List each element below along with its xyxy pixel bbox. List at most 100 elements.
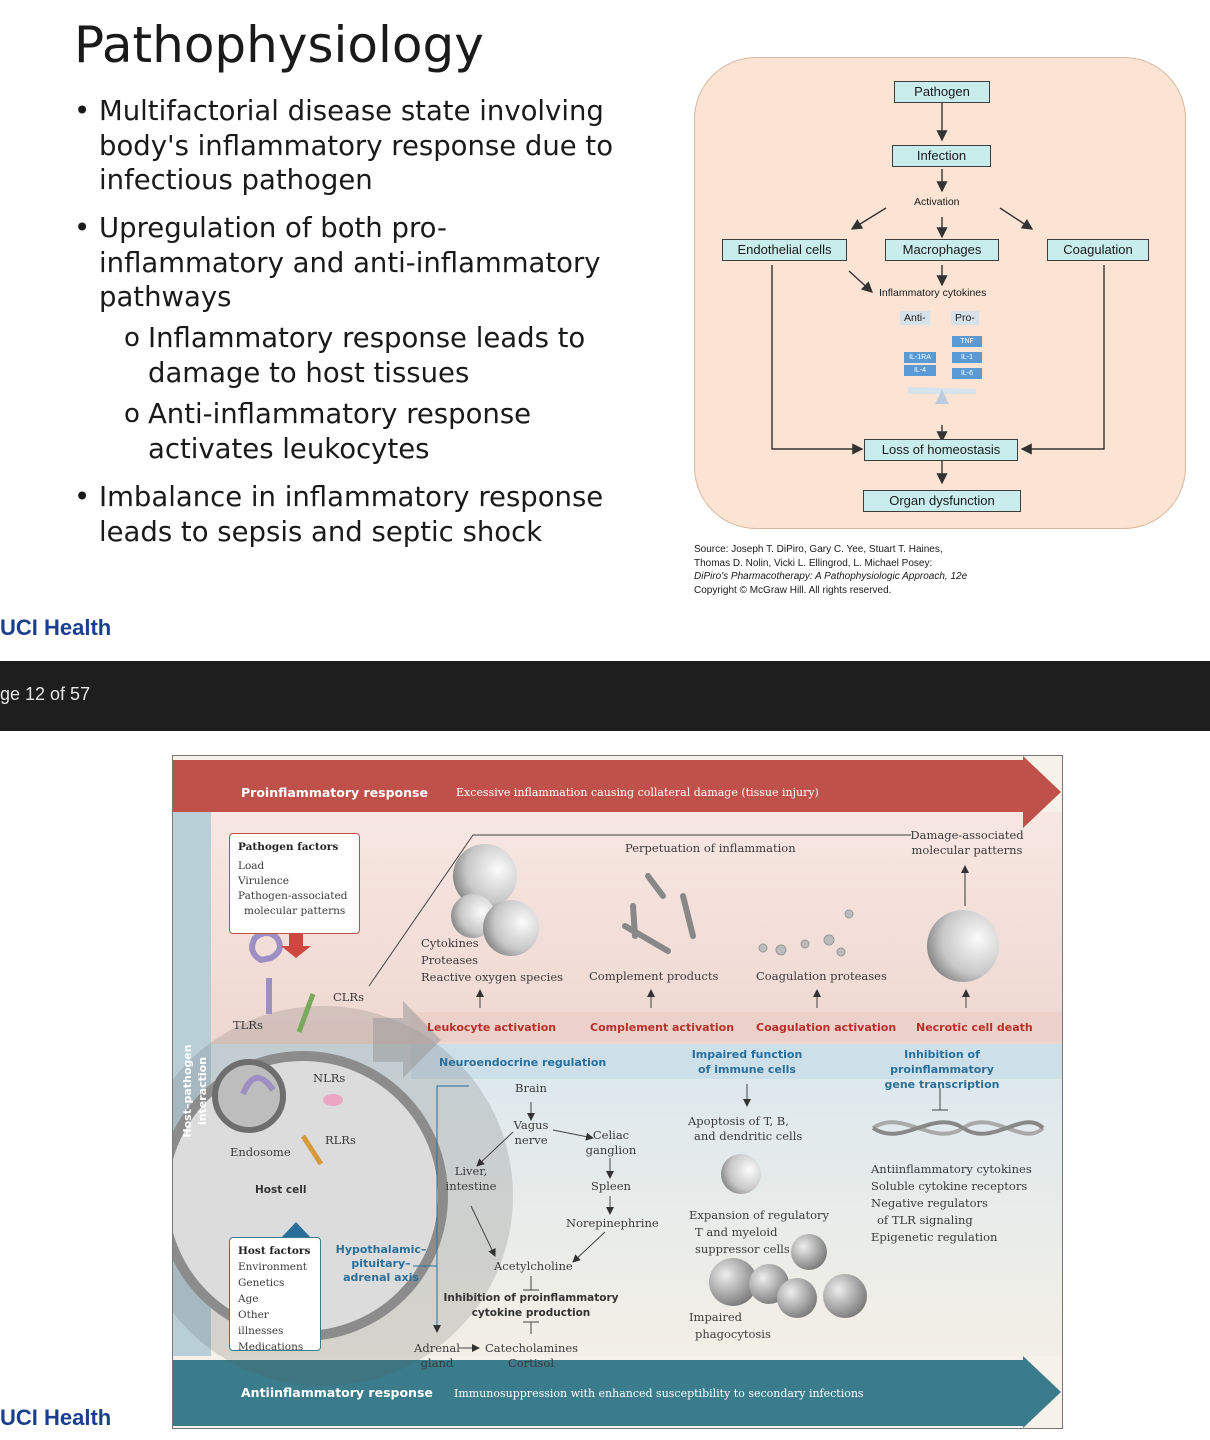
bullet-marker: • <box>74 481 91 513</box>
celiac-line: ganglion <box>585 1143 637 1157</box>
celiac-ganglion-node: Celiac ganglion <box>581 1128 641 1158</box>
apoptosis-line: and dendritic cells <box>694 1129 803 1143</box>
cytokine-tnf: TNF <box>952 336 982 347</box>
balance-fulcrum <box>935 390 949 404</box>
norepinephrine-node: Norepinephrine <box>566 1216 659 1230</box>
source-citation: Source: Joseph T. DiPiro, Gary C. Yee, S… <box>694 543 967 597</box>
phago-line: Impaired <box>689 1310 743 1324</box>
product-line: Reactive oxygen species <box>421 970 564 984</box>
product-line: Proteases <box>421 953 479 967</box>
hpa-axis-label: Hypothalamic– pituitary– adrenal axis <box>333 1243 429 1285</box>
host-factor-item: Medications <box>238 1341 304 1353</box>
label-pro: Pro- <box>951 311 979 325</box>
acetylcholine-node: Acetylcholine <box>494 1259 573 1273</box>
node-coagulation: Coagulation <box>1047 239 1149 261</box>
node-endothelial-cells: Endothelial cells <box>722 239 847 261</box>
mediator-line: Epigenetic regulation <box>871 1230 998 1244</box>
activation-arrow <box>373 1001 441 1078</box>
spleen-node: Spleen <box>591 1179 631 1193</box>
pathogen-factors-title: Pathogen factors <box>238 841 339 853</box>
perpetuation-label: Perpetuation of inflammation <box>625 841 796 855</box>
complement-products: Complement products <box>589 969 719 983</box>
proinflammatory-arrow <box>173 756 1061 828</box>
inhib-line: cytokine production <box>471 1307 591 1319</box>
phago-line: phagocytosis <box>695 1327 771 1341</box>
pathogen-factors-box: Pathogen factors Load Virulence Pathogen… <box>229 833 360 934</box>
sub-bullet-marker: o <box>124 399 140 429</box>
bullet-line: Anti-inflammatory response <box>148 398 532 430</box>
impaired-immune-function: Impaired function of immune cells <box>677 1047 817 1077</box>
node-loss-of-homeostasis: Loss of homeostasis <box>864 439 1018 461</box>
sub-bullet-2: o Anti-inflammatory response activates l… <box>124 397 532 466</box>
cytokine-il1ra: IL-1RA <box>904 352 936 363</box>
antiinflammatory-mediators-list: Antiinflammatory cytokines Soluble cytok… <box>871 1161 1032 1246</box>
nlrs-label: NLRs <box>313 1071 346 1085</box>
vagus-line: nerve <box>514 1133 548 1147</box>
bullet-line: damage to host tissues <box>148 356 470 389</box>
vagus-nerve-node: Vagus nerve <box>509 1118 553 1148</box>
brain-node: Brain <box>515 1081 547 1095</box>
source-line: Copyright © McGraw Hill. All rights rese… <box>694 584 892 596</box>
adrenal-gland-node: Adrenal gland <box>413 1341 461 1371</box>
cytokine-il4: IL-4 <box>904 365 936 376</box>
bullet-line: inflammatory and anti-inflammatory <box>99 246 601 279</box>
label-inflammatory-cytokines: Inflammatory cytokines <box>879 287 987 299</box>
pathogen-factor-item: molecular patterns <box>244 905 346 917</box>
complement-activation: Complement activation <box>590 1021 735 1034</box>
host-factor-item: Other illnesses <box>238 1309 284 1337</box>
host-factor-item: Environment <box>238 1261 307 1273</box>
label-activation: Activation <box>914 196 960 208</box>
cytokine-il1: IL-1 <box>952 352 982 363</box>
bullet-line: leads to sepsis and septic shock <box>99 515 543 548</box>
catechol-line: Catecholamines <box>485 1341 579 1355</box>
uci-health-logo-2: UCI Health <box>0 1405 112 1430</box>
adrenal-line: gland <box>420 1356 454 1370</box>
product-line: Cytokines <box>421 936 479 950</box>
damp-line: Damage-associated <box>910 828 1024 842</box>
inhibition-line: gene transcription <box>884 1078 1000 1091</box>
antiinflammatory-description: Immunosuppression with enhanced suscepti… <box>454 1387 864 1400</box>
coagulation-activation: Coagulation activation <box>756 1021 897 1034</box>
bullet-line: body's inflammatory response due to <box>99 129 614 162</box>
proinflammatory-description: Excessive inflammation causing collatera… <box>456 786 819 799</box>
antiinflammatory-arrow <box>173 1356 1061 1428</box>
sub-bullet-1: o Inflammatory response leads to damage … <box>124 321 585 390</box>
bullet-1: • Multifactorial disease state involving… <box>74 94 614 198</box>
pathogen-factor-item: Load <box>238 860 265 872</box>
coagulation-proteases: Coagulation proteases <box>756 969 887 983</box>
bullet-line: Imbalance in inflammatory response <box>99 481 604 513</box>
bullet-2: • Upregulation of both pro- inflammatory… <box>74 211 601 315</box>
mediator-line: Antiinflammatory cytokines <box>871 1162 1032 1176</box>
impaired-line: of immune cells <box>698 1063 796 1076</box>
sub-bullet-marker: o <box>124 323 140 353</box>
rlrs-label: RLRs <box>325 1133 356 1147</box>
node-pathogen: Pathogen <box>894 81 990 103</box>
proinflammatory-label: Proinflammatory response <box>241 785 428 800</box>
inhibition-gene-transcription: Inhibition of proinflammatory gene trans… <box>853 1047 1031 1092</box>
flowchart-connectors <box>771 103 1105 485</box>
host-factor-item: Age <box>238 1293 259 1305</box>
expansion-line: suppressor cells <box>695 1242 790 1256</box>
damp-line: molecular patterns <box>911 843 1023 857</box>
mediator-line: Soluble cytokine receptors <box>871 1179 1028 1193</box>
pathogen-factor-item: Pathogen-associated <box>238 890 348 902</box>
endosome <box>212 1059 286 1133</box>
source-line: Source: Joseph T. DiPiro, Gary C. Yee, S… <box>694 544 943 555</box>
expansion-line: Expansion of regulatory <box>689 1208 830 1222</box>
impaired-line: Impaired function <box>691 1048 803 1061</box>
bullet-marker: • <box>74 212 91 244</box>
bullet-3: • Imbalance in inflammatory response lea… <box>74 480 604 549</box>
necrotic-cell-death: Necrotic cell death <box>916 1021 1033 1034</box>
hpa-line: pituitary– <box>351 1257 411 1270</box>
catechol-line: Cortisol <box>507 1356 555 1370</box>
mediator-line: Negative regulators <box>871 1196 988 1210</box>
host-factors-box: Host factors Environment Genetics Age Ot… <box>229 1237 321 1353</box>
bullet-line: Multifactorial disease state involving <box>99 95 604 127</box>
liver-intestine-node: Liver, intestine <box>445 1164 497 1194</box>
tlrs-label: TLRs <box>233 1018 263 1032</box>
bullet-line: Upregulation of both pro- <box>99 212 447 244</box>
uci-health-logo: UCI Health <box>0 615 112 640</box>
bullet-marker: • <box>74 95 91 127</box>
leukocyte-activation: Leukocyte activation <box>427 1021 557 1034</box>
catecholamines-node: Catecholamines Cortisol <box>485 1341 579 1371</box>
